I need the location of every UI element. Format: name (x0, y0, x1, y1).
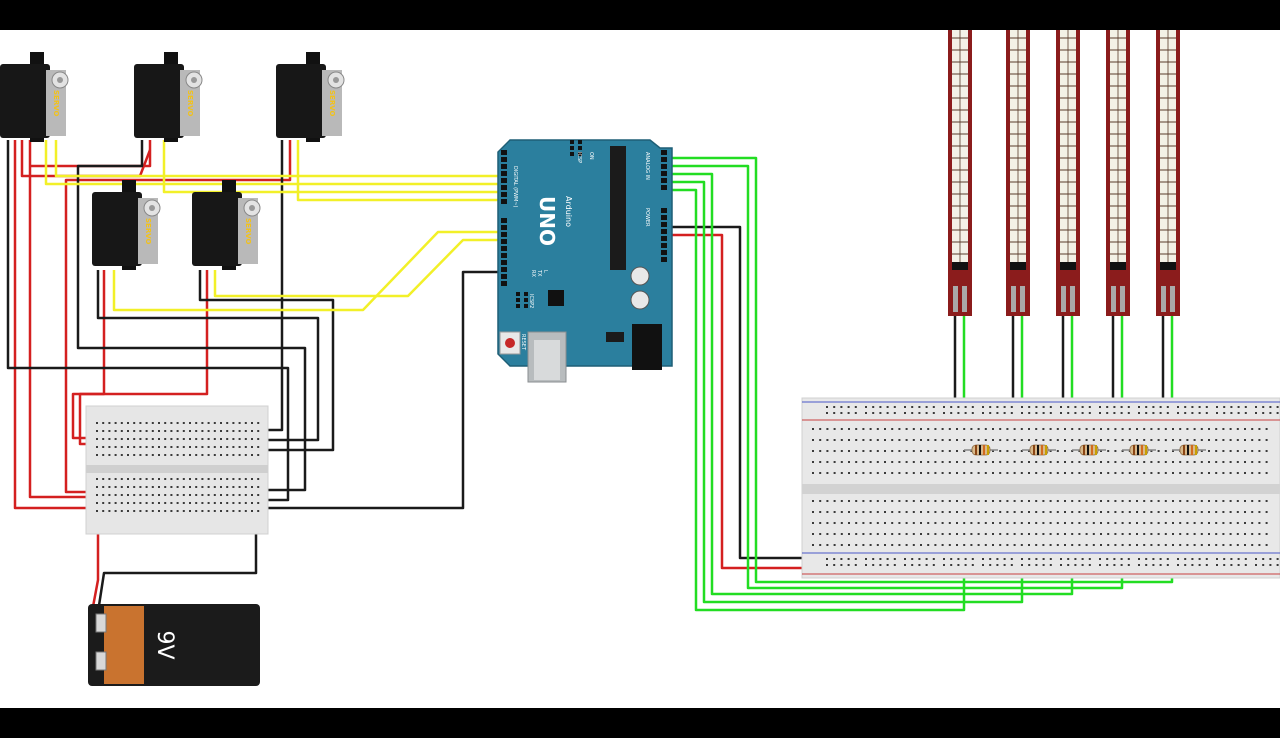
large-breadboard (801, 397, 1280, 579)
servos: SERVO SERVO SERVO SERVO SERVO (0, 52, 345, 270)
flex-sensor (1006, 30, 1030, 316)
servo-motor: SERVO (92, 180, 161, 270)
arduino-on-label: ON (588, 152, 594, 160)
wire-ground (198, 270, 335, 452)
servo-motor: SERVO (192, 180, 261, 270)
resistor (964, 444, 998, 456)
arduino-digital-label: DIGITAL (PWM~) (512, 166, 518, 208)
small-breadboard (85, 405, 269, 535)
battery-label: 9V (152, 630, 177, 659)
wire-ground (76, 140, 307, 492)
arduino-icsp2-label: ICSP2 (528, 294, 534, 308)
resistors (964, 444, 1206, 456)
wire-signal (54, 140, 500, 178)
wire-power (13, 140, 96, 510)
resistor (1172, 444, 1206, 456)
servo-motor: SERVO (0, 52, 69, 142)
wire-signal (213, 238, 500, 298)
servo-motor: SERVO (134, 52, 203, 142)
arduino-uno: UNO Arduino DIGITAL (PWM~) ON ICSP ANALO… (497, 139, 673, 383)
wire-ground (258, 270, 508, 510)
wire-ground (96, 270, 320, 442)
servo-label: SERVO (244, 218, 252, 245)
flex-sensors (948, 30, 1180, 316)
arduino-tx-label: TX (536, 269, 542, 277)
arduino-icsp-label: ICSP (576, 152, 582, 163)
wire-power (30, 140, 152, 168)
wire-power (78, 270, 209, 446)
servo-label: SERVO (328, 90, 336, 117)
wire-power (64, 140, 292, 494)
flex-sensor (1056, 30, 1080, 316)
wire-signal (112, 230, 500, 312)
wire-signal (162, 140, 500, 194)
arduino-analog-label: ANALOG IN (644, 152, 650, 180)
wire-signal (296, 140, 500, 202)
servo-label: SERVO (52, 90, 60, 117)
wire-power (28, 140, 96, 499)
breadboard-holes (812, 406, 1279, 566)
arduino-reset-label: RESET (520, 334, 526, 351)
servo-label: SERVO (144, 218, 152, 245)
arduino-l-label: L (542, 270, 548, 273)
servo-motor: SERVO (276, 52, 345, 142)
battery-9v: 9V (88, 604, 260, 686)
resistor (1022, 444, 1056, 456)
arduino-rx-label: RX (530, 270, 536, 277)
wire-ground (6, 140, 290, 502)
arduino-power-label: POWER (644, 208, 650, 227)
wire-signal (44, 140, 500, 186)
flex-sensor (1156, 30, 1180, 316)
resistor (1122, 444, 1156, 456)
resistor (1072, 444, 1106, 456)
servo-label: SERVO (186, 90, 194, 117)
arduino-subtitle: Arduino (564, 196, 573, 227)
flex-sensor (1106, 30, 1130, 316)
arduino-headers (501, 140, 667, 308)
breadboard-holes (96, 422, 260, 512)
flex-sensor (948, 30, 972, 316)
arduino-brand: UNO (535, 196, 559, 246)
